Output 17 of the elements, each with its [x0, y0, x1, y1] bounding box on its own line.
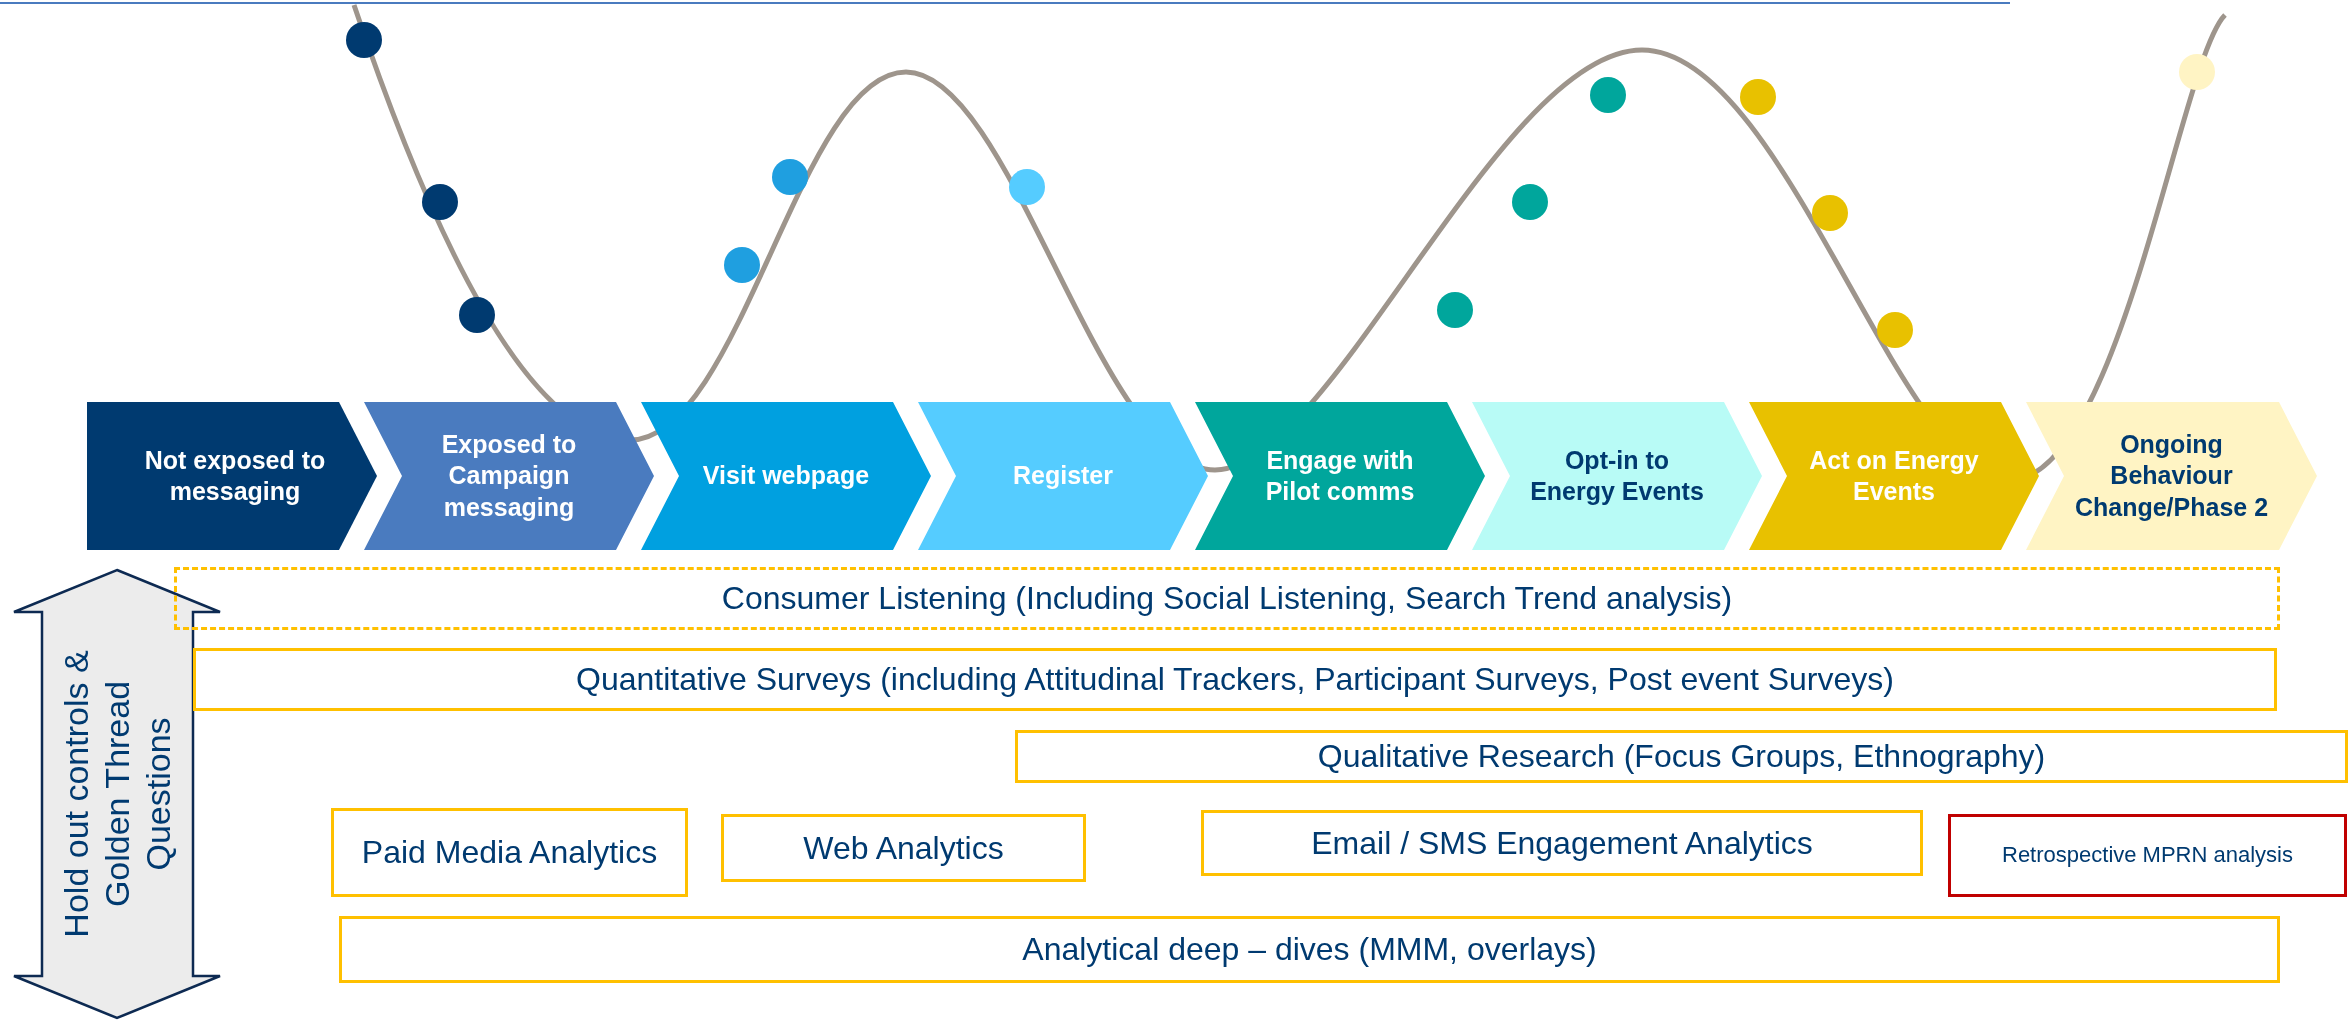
method-box: Retrospective MPRN analysis	[1948, 814, 2347, 897]
chevron-step: Visit webpage	[641, 402, 931, 550]
chevron-step: Engage with Pilot comms	[1195, 402, 1485, 550]
method-box: Quantitative Surveys (including Attitudinal Trackers, Participant Surveys, Post event Surveys)	[193, 648, 2277, 711]
arrow-label: Hold out controls & Golden Thread Questions	[55, 649, 178, 940]
chevron-step: Opt-in to Energy Events	[1472, 402, 1762, 550]
method-box: Web Analytics	[721, 814, 1086, 882]
chevron-step: Register	[918, 402, 1208, 550]
method-box: Email / SMS Engagement Analytics	[1201, 810, 1923, 876]
chevron-step: Exposed to Campaign messaging	[364, 402, 654, 550]
method-box: Qualitative Research (Focus Groups, Ethnography)	[1015, 730, 2348, 783]
chevron-step: Ongoing Behaviour Change/Phase 2	[2026, 402, 2317, 550]
chevron-step: Act on Energy Events	[1749, 402, 2039, 550]
method-box: Paid Media Analytics	[331, 808, 688, 897]
chevron-step: Not exposed to messaging	[87, 402, 377, 550]
method-box: Analytical deep – dives (MMM, overlays)	[339, 916, 2280, 983]
method-box: Consumer Listening (Including Social Listening, Search Trend analysis)	[174, 567, 2280, 630]
